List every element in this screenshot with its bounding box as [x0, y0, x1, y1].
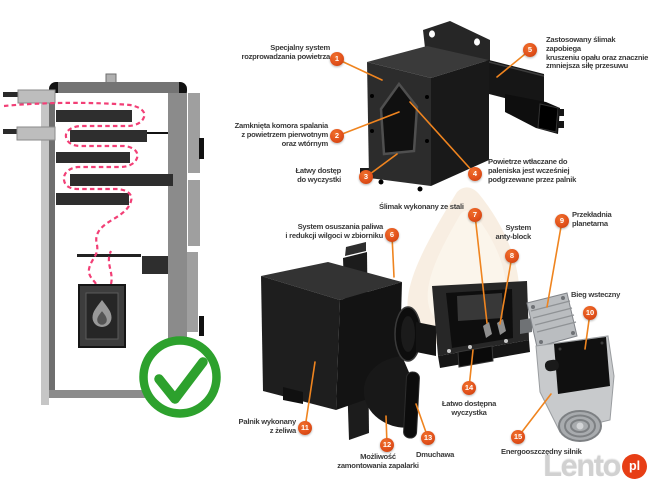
callout-badge-14: 14 [462, 381, 476, 395]
callout-badge-3: 3 [359, 170, 373, 184]
callout-label-3: Łatwy dostęp do wyczystki [295, 166, 341, 184]
lento-logo-pl-badge: pl [622, 453, 647, 479]
callout-label-14: Łatwo dostępna wyczystka [441, 399, 497, 417]
callout-badge-15: 15 [511, 430, 525, 444]
callout-label-13: Dmuchawa [416, 450, 455, 459]
callout-badge-9: 9 [555, 214, 569, 228]
callout-badge-1: 1 [330, 52, 344, 66]
callout-label-7: Ślimak wykonany ze stali [379, 202, 464, 211]
airflow-path [3, 101, 146, 285]
callout-label-6: System osuszania paliwa i redukcji wilgo… [285, 222, 383, 240]
callout-badge-5: 5 [523, 43, 537, 57]
boiler-schematic [3, 73, 221, 418]
callout-badge-11: 11 [298, 421, 312, 435]
lento-watermark: Lento pl [543, 448, 647, 484]
lento-logo-text: Lento [543, 448, 621, 483]
callout-badge-8: 8 [505, 249, 519, 263]
callout-label-5: Zastosowany ślimak zapobiega kruszeniu o… [546, 35, 649, 71]
callout-label-9: Przekładnia planetarna [572, 210, 612, 228]
callout-label-15: Energooszczędny silnik [501, 447, 582, 456]
checkmark-icon [139, 336, 221, 418]
callout-badge-7: 7 [468, 208, 482, 222]
callout-label-8: System anty-block [495, 223, 532, 241]
callout-label-12: Możliwość zamontowania zapalarki [337, 452, 419, 470]
callout-badge-4: 4 [468, 167, 482, 181]
flame-icon [92, 300, 112, 327]
callout-label-4: Powietrze wtłaczane do paleniska jest wc… [488, 157, 577, 184]
callout-label-1: Specjalny system rozprowadzania powietrz… [241, 43, 330, 61]
callout-label-11: Palnik wykonany z żeliwa [238, 417, 297, 435]
callout-badge-12: 12 [380, 438, 394, 452]
callout-badge-6: 6 [385, 228, 399, 242]
callout-badge-13: 13 [421, 431, 435, 445]
callout-label-2: Zamknięta komora spalania z powietrzem p… [234, 121, 329, 148]
callout-badge-2: 2 [330, 129, 344, 143]
callout-label-10: Bieg wsteczny [571, 290, 621, 299]
feeder-assembly-render [261, 242, 615, 442]
callout-badge-10: 10 [583, 306, 597, 320]
burner-chamber-render [360, 21, 564, 192]
